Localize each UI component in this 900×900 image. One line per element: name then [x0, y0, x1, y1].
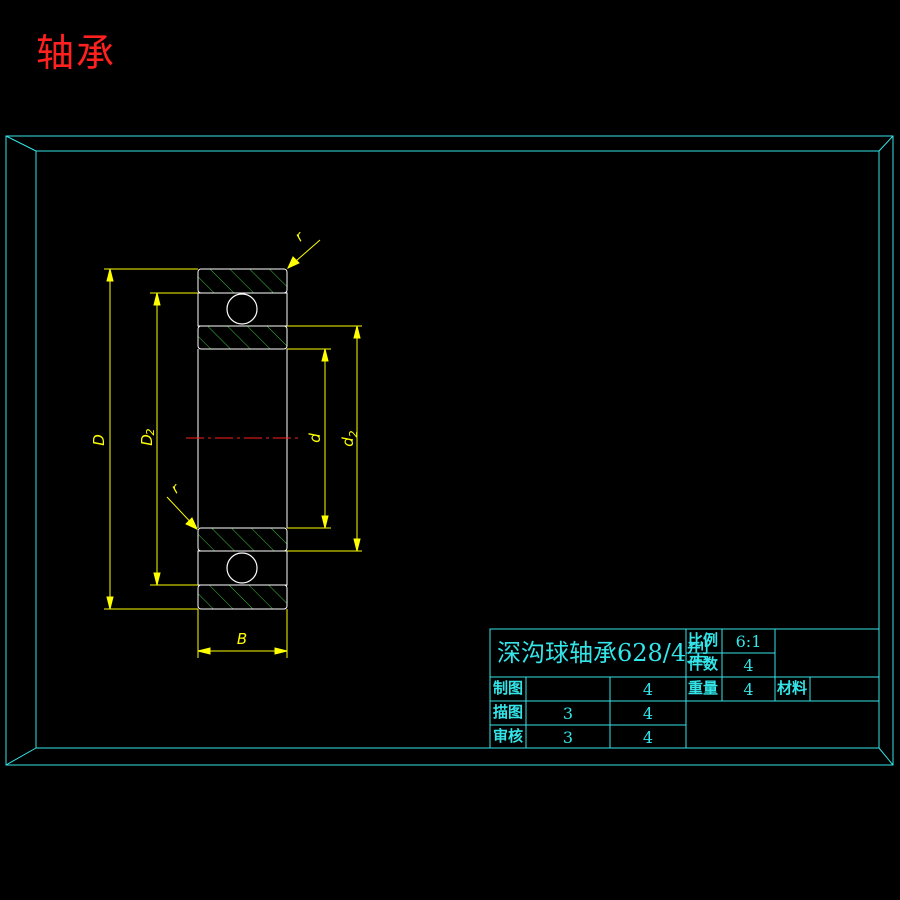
outer-border — [5, 135, 894, 766]
inner-border — [35, 150, 880, 749]
label-r-bottom: r — [168, 480, 184, 497]
traced-label: 描图 — [493, 703, 524, 721]
scale-value: 6:1 — [735, 632, 762, 651]
drawing-heading: 轴承 — [36, 31, 117, 75]
dimensions — [104, 239, 362, 658]
quantity-value: 4 — [743, 656, 754, 675]
checked-label: 审核 — [493, 727, 524, 745]
ball-top — [226, 293, 258, 325]
label-d2-sub: 2 — [347, 431, 360, 438]
inner-ring-top-hatch — [197, 325, 288, 350]
title-block-grid — [489, 628, 880, 749]
label-d2: d — [339, 437, 357, 447]
dim-d-arrow-top — [321, 348, 329, 362]
corner-line-top-left — [5, 135, 37, 152]
material-label: 材料 — [777, 679, 808, 697]
corner-line-bottom-left — [5, 747, 37, 766]
quantity-label: 件数 — [688, 655, 719, 673]
traced-value-1: 3 — [562, 704, 574, 723]
scale-label: 比例 — [688, 631, 719, 649]
dim-D-arrow-bottom — [106, 596, 114, 610]
corner-line-top-right — [878, 135, 894, 152]
dim-d-arrow-bottom — [321, 515, 329, 529]
ball-bottom — [226, 552, 258, 584]
label-d: d — [306, 433, 324, 443]
label-D2: D — [138, 434, 156, 446]
leader-r-top-arrow — [286, 256, 300, 270]
inner-ring-bottom-hatch — [197, 527, 288, 552]
weight-label: 重量 — [688, 679, 719, 697]
label-B: B — [237, 630, 247, 648]
sheet-frame — [5, 135, 894, 766]
dim-B-arrow-right — [274, 647, 288, 655]
label-r-top: r — [292, 228, 308, 245]
corner-line-bottom-right — [878, 747, 894, 766]
label-D: D — [90, 434, 108, 446]
drawn-value-2: 4 — [642, 680, 654, 699]
dim-d2-arrow-top — [353, 325, 361, 339]
outer-ring-top-hatch — [197, 268, 288, 294]
traced-value-2: 4 — [642, 704, 654, 723]
dim-D2-arrow-bottom — [153, 572, 161, 586]
dim-D-arrow-top — [106, 268, 114, 282]
weight-value: 4 — [743, 680, 754, 699]
dim-d2-arrow-bottom — [353, 538, 361, 552]
dim-D2-arrow-top — [153, 292, 161, 306]
checked-value-2: 4 — [642, 728, 654, 747]
drawn-label: 制图 — [493, 679, 524, 697]
bearing-section — [186, 268, 298, 610]
title-block-outline — [489, 628, 880, 749]
part-name: 深沟球轴承628/4型 — [497, 639, 711, 667]
outer-ring-bottom-hatch — [197, 584, 288, 610]
leader-r-bottom-arrow — [185, 517, 199, 531]
label-D2-sub: 2 — [144, 429, 157, 436]
dim-B-arrow-left — [197, 647, 211, 655]
checked-value-1: 3 — [562, 728, 574, 747]
